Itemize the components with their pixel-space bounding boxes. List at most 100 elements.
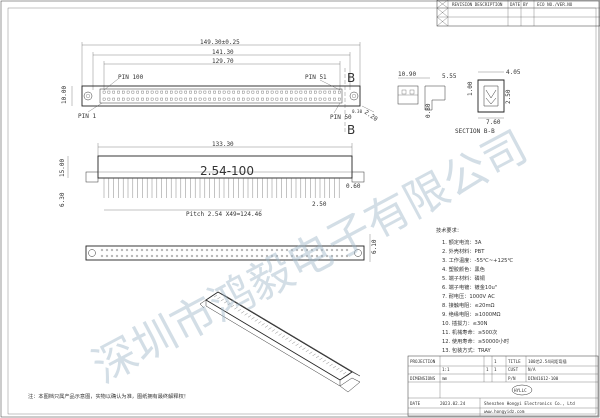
pin-top xyxy=(160,90,163,94)
hole-row-a xyxy=(215,248,219,252)
dim-hole: 2.20 xyxy=(363,109,379,123)
pin-top xyxy=(227,90,231,94)
pin-top xyxy=(304,90,307,94)
section-dim-5: 1.00 xyxy=(467,81,474,96)
hole-row-b xyxy=(235,254,239,258)
pin-top xyxy=(184,90,187,94)
iso-pins xyxy=(213,294,350,377)
section-dim-4: 4.05 xyxy=(506,69,521,76)
section-dim-6: 2.50 xyxy=(505,89,512,104)
hole-row-a xyxy=(210,248,214,252)
tb-web: www.hongyidz.com xyxy=(484,409,525,414)
dim-pitch-span: 141.30 xyxy=(212,49,234,56)
iso-pin xyxy=(261,323,265,326)
pin-bottom xyxy=(222,97,226,101)
hole-row-b xyxy=(205,254,209,258)
pin-top xyxy=(280,90,283,94)
tb-scale: 1:1 xyxy=(442,367,450,372)
section-view: 10.90 5.55 0.80 4.05 1.00 2.50 7.60 SECT… xyxy=(397,69,521,135)
dim-height: 10.00 xyxy=(61,86,68,104)
pin-bottom xyxy=(170,97,173,101)
hole-row-a xyxy=(315,248,319,252)
hole-row-a xyxy=(220,248,224,252)
hole-row-a xyxy=(230,248,234,252)
hole-row-a xyxy=(160,248,164,252)
pin-bottom xyxy=(285,97,288,101)
label-pin1: PIN 1 xyxy=(78,113,96,120)
hole-row-b xyxy=(335,254,339,258)
hole-row-b xyxy=(340,254,344,258)
iso-pin xyxy=(329,363,333,367)
pin-bottom xyxy=(213,97,216,101)
hole-row-a xyxy=(335,248,339,252)
pin-bottom xyxy=(189,97,192,101)
dim-side-tail: 6.30 xyxy=(59,192,66,207)
iso-pin xyxy=(247,315,252,318)
spec-item-9: 9. 绝缘电阻：≥1000MΩ xyxy=(442,310,501,318)
pin-top xyxy=(107,90,111,94)
hole-row-b xyxy=(330,254,334,258)
tb-unit: mm xyxy=(442,376,448,381)
pin-bottom xyxy=(112,97,115,101)
iso-pin xyxy=(213,294,218,298)
hole-row-b xyxy=(240,254,244,258)
pin-bottom xyxy=(237,97,240,101)
pin-top xyxy=(256,90,259,94)
pin-bottom xyxy=(261,97,264,101)
iso-pin xyxy=(230,305,235,308)
hole-row-b xyxy=(145,254,149,258)
hole-row-a xyxy=(205,248,209,252)
hole-row-a xyxy=(135,248,139,252)
hole-row-a xyxy=(190,248,194,252)
spec-item-7: 7. 耐电压：1000V AC xyxy=(442,292,495,300)
iso-pin xyxy=(241,311,245,314)
hole-row-b xyxy=(150,254,154,258)
pin-top xyxy=(328,90,331,94)
iso-pin xyxy=(332,365,337,369)
pin-top xyxy=(102,90,106,94)
iso-pin xyxy=(278,333,282,336)
pin-bottom xyxy=(251,97,255,101)
tb-dimensions: DIMENSIONS xyxy=(410,376,436,381)
pin-top xyxy=(136,90,139,94)
hole-row-a xyxy=(275,248,279,252)
hole-row-b xyxy=(250,254,254,258)
pin-top xyxy=(141,90,144,94)
pin-top xyxy=(275,90,279,94)
section-dim-2: 5.55 xyxy=(442,73,457,80)
iso-pin xyxy=(275,331,279,334)
hole-row-b xyxy=(300,254,304,258)
pin-top xyxy=(198,90,202,94)
pin-bottom xyxy=(242,97,245,101)
pin-top xyxy=(261,90,264,94)
pin-top xyxy=(131,90,135,94)
tb-date-value: 2023.02.24 xyxy=(440,401,466,406)
hole-row-b xyxy=(180,254,184,258)
pin-bottom xyxy=(256,97,259,101)
pin-bottom xyxy=(290,97,293,101)
rev-col-desc: REVISION DESCRIPTION xyxy=(452,2,503,7)
hole-row-b xyxy=(280,254,284,258)
pin-top xyxy=(309,90,312,94)
hole-row-a xyxy=(105,248,109,252)
section-title: SECTION B-B xyxy=(455,128,495,135)
iso-pin xyxy=(343,371,347,375)
pin-top xyxy=(112,90,115,94)
hole-row-a xyxy=(250,248,254,252)
iso-pin xyxy=(281,335,286,338)
pin-top xyxy=(122,90,125,94)
pin-bottom xyxy=(275,97,279,101)
pin-top xyxy=(237,90,240,94)
pin-bottom xyxy=(246,97,250,101)
hole-row-a xyxy=(330,248,334,252)
hole-row-a xyxy=(305,248,309,252)
hole-row-a xyxy=(115,248,119,252)
hole-row-b xyxy=(175,254,179,258)
rev-col-date: DATE xyxy=(510,2,521,7)
pin-bottom xyxy=(266,97,269,101)
hole-row-a xyxy=(120,248,124,252)
pin-bottom xyxy=(318,97,322,101)
spec-item-10: 10. 插拔力：≤30N xyxy=(442,319,488,327)
spec-item-2: 2. 外壳材料：PBT xyxy=(442,247,485,255)
